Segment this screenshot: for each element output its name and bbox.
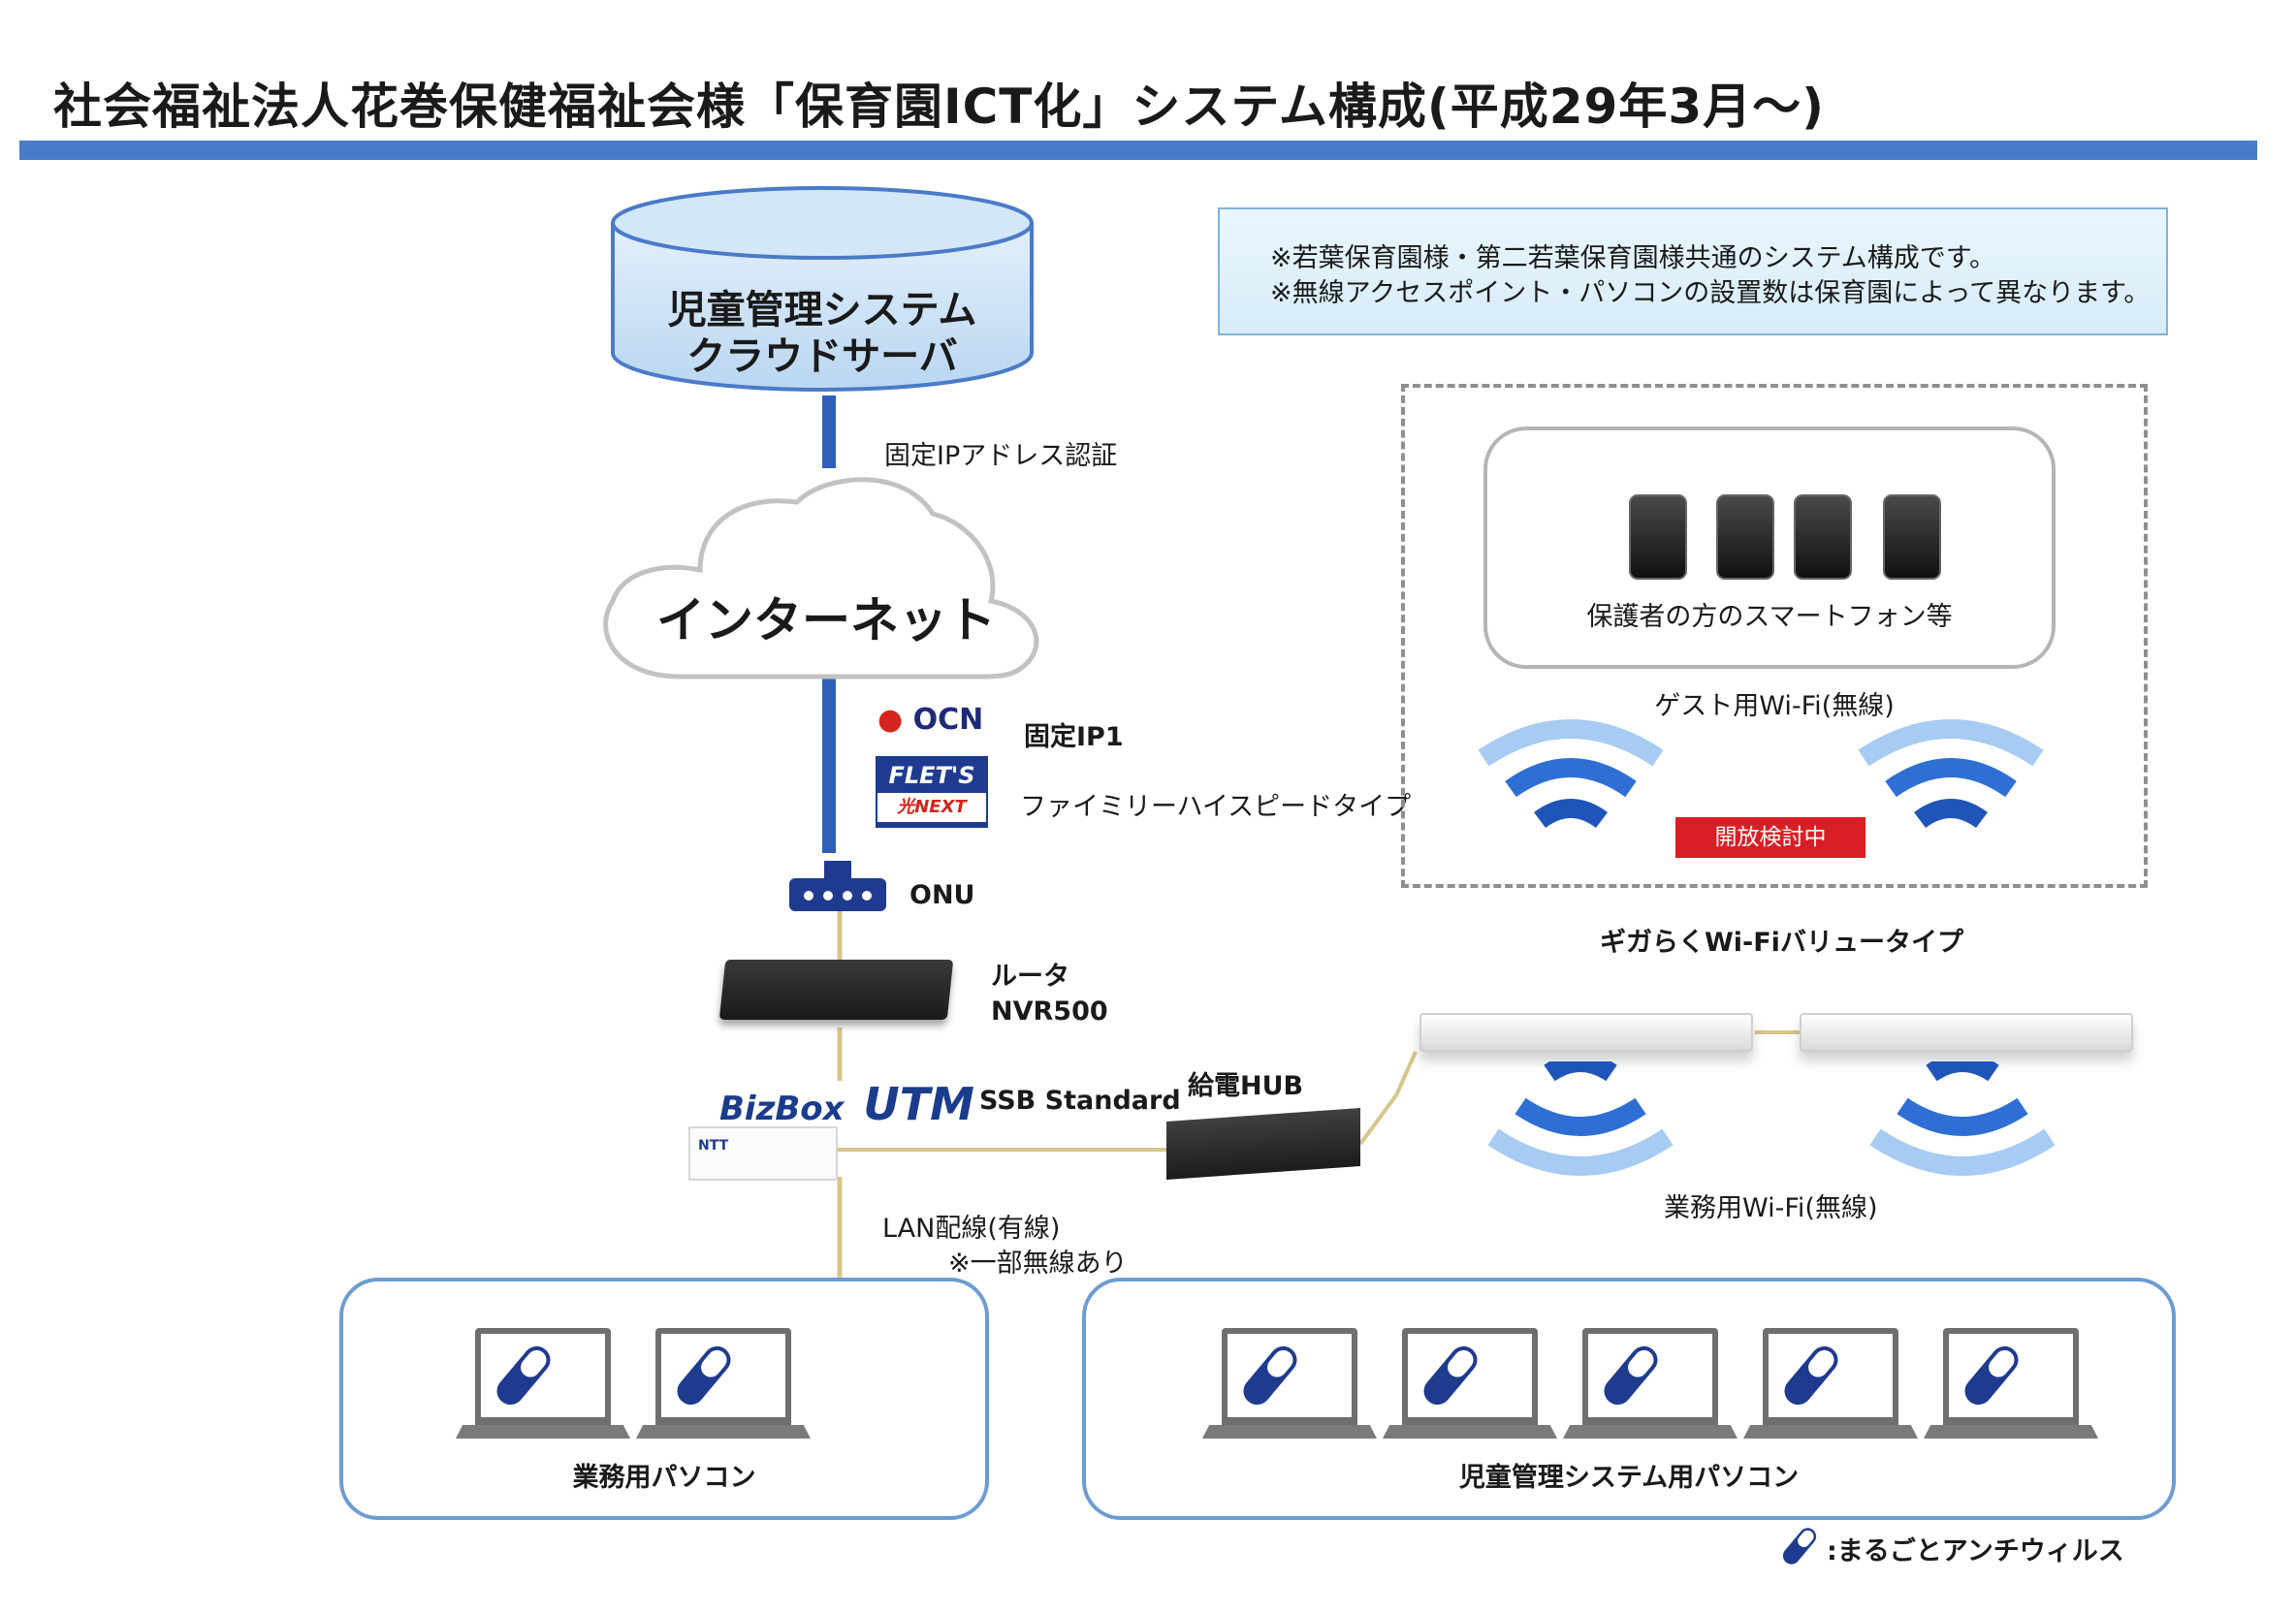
plan-label: ファイミリーハイスピードタイプ bbox=[1020, 792, 1412, 822]
onu-icon bbox=[789, 861, 886, 911]
note-line-2: ※無線アクセスポイント・パソコンの設置数は保育園によって異なります。 bbox=[1270, 278, 2151, 308]
smartphone-icon bbox=[1794, 494, 1852, 580]
guest-devices-box: 保護者の方のスマートフォン等 bbox=[1483, 427, 2056, 669]
business-wifi-label: 業務用Wi-Fi(無線) bbox=[1664, 1193, 1878, 1223]
router-label: ルータ NVR500 bbox=[991, 960, 1108, 1029]
antivirus-pill-icon bbox=[1964, 1345, 2019, 1406]
onu-label: ONU bbox=[909, 880, 975, 910]
hub-label: 給電HUB bbox=[1188, 1071, 1304, 1101]
utm-label: SSB Standard bbox=[979, 1086, 1181, 1116]
laptop-icon bbox=[1924, 1328, 2098, 1442]
title-underline bbox=[19, 141, 2257, 160]
smartphone-icon bbox=[1716, 494, 1774, 580]
smartphone-icon bbox=[1629, 494, 1687, 580]
ip-auth-label: 固定IPアドレス認証 bbox=[884, 441, 1118, 471]
lan-label-line1: LAN配線(有線) bbox=[882, 1214, 1061, 1244]
flets-logo: FLET'S 光NEXT bbox=[876, 756, 988, 828]
bizbox-logo: BizBox UTM bbox=[719, 1078, 974, 1130]
business-pc-label: 業務用パソコン bbox=[572, 1463, 756, 1493]
legend-label: :まるごとアンチウィルス bbox=[1827, 1536, 2124, 1566]
server-label-line1: 児童管理システム bbox=[667, 288, 977, 332]
internet-label: インターネット bbox=[656, 592, 996, 648]
server-label-line2: クラウドサーバ bbox=[686, 334, 958, 379]
antivirus-pill-icon bbox=[677, 1345, 731, 1406]
cloud-server-icon bbox=[611, 186, 1034, 392]
antivirus-pill-icon bbox=[1784, 1345, 1838, 1406]
ap-product-label: ギガらくWi-Fiバリュータイプ bbox=[1600, 928, 1963, 958]
laptop-icon bbox=[1563, 1328, 1738, 1442]
note-box: ※若葉保育園様・第二若葉保育園様共通のシステム構成です。 ※無線アクセスポイント… bbox=[1218, 207, 2168, 335]
wifi-icon bbox=[1858, 719, 2044, 829]
fixed-ip-label: 固定IP1 bbox=[1024, 722, 1124, 752]
antivirus-pill-icon bbox=[1423, 1345, 1478, 1406]
router-image bbox=[718, 960, 954, 1020]
access-point-image bbox=[1800, 1013, 2133, 1052]
note-line-1: ※若葉保育園様・第二若葉保育園様共通のシステム構成です。 bbox=[1270, 243, 1996, 273]
ocn-logo: ● OCN bbox=[877, 703, 984, 737]
flets-logo-sub: 光NEXT bbox=[877, 793, 986, 822]
guest-devices-label: 保護者の方のスマートフォン等 bbox=[1586, 602, 1953, 632]
wifi-icon bbox=[1869, 1061, 2056, 1176]
laptop-icon bbox=[1202, 1328, 1377, 1442]
router-label-line1: ルータ bbox=[991, 962, 1069, 992]
laptop-icon bbox=[1743, 1328, 1918, 1442]
antivirus-pill-icon bbox=[1782, 1528, 1817, 1565]
flets-logo-text: FLET'S bbox=[888, 762, 975, 789]
lan-label-line2: ※一部無線あり bbox=[948, 1249, 1128, 1279]
bizbox-logo-text: BizBox bbox=[719, 1090, 845, 1128]
child-system-pc-label: 児童管理システム用パソコン bbox=[1458, 1463, 1800, 1493]
lan-label: LAN配線(有線) ※一部無線あり bbox=[882, 1212, 1128, 1281]
wifi-icon bbox=[1487, 1061, 1674, 1176]
wifi-icon bbox=[1478, 719, 1664, 829]
guest-wifi-label: ゲスト用Wi-Fi(無線) bbox=[1654, 691, 1895, 721]
utm-device-image: NTT bbox=[688, 1126, 838, 1181]
smartphone-icon bbox=[1883, 494, 1941, 580]
antivirus-pill-icon bbox=[1243, 1345, 1297, 1406]
ntt-brand: NTT bbox=[698, 1138, 729, 1154]
internet-cloud-icon bbox=[603, 477, 1039, 680]
laptop-icon bbox=[456, 1328, 630, 1442]
utm-logo-text: UTM bbox=[863, 1078, 974, 1130]
router-label-line2: NVR500 bbox=[991, 996, 1108, 1027]
laptop-icon bbox=[636, 1328, 811, 1442]
antivirus-pill-icon bbox=[496, 1345, 551, 1406]
guest-wifi-area bbox=[1401, 384, 2148, 888]
server-label: 児童管理システム クラウドサーバ bbox=[609, 287, 1036, 380]
page-title: 社会福祉法人花巻保健福祉会様「保育園ICT化」システム構成(平成29年3月～) bbox=[53, 79, 1825, 135]
laptop-icon bbox=[1383, 1328, 1557, 1442]
antivirus-pill-icon bbox=[1604, 1345, 1658, 1406]
access-point-image bbox=[1419, 1013, 1753, 1052]
status-badge: 開放検討中 bbox=[1675, 817, 1866, 858]
